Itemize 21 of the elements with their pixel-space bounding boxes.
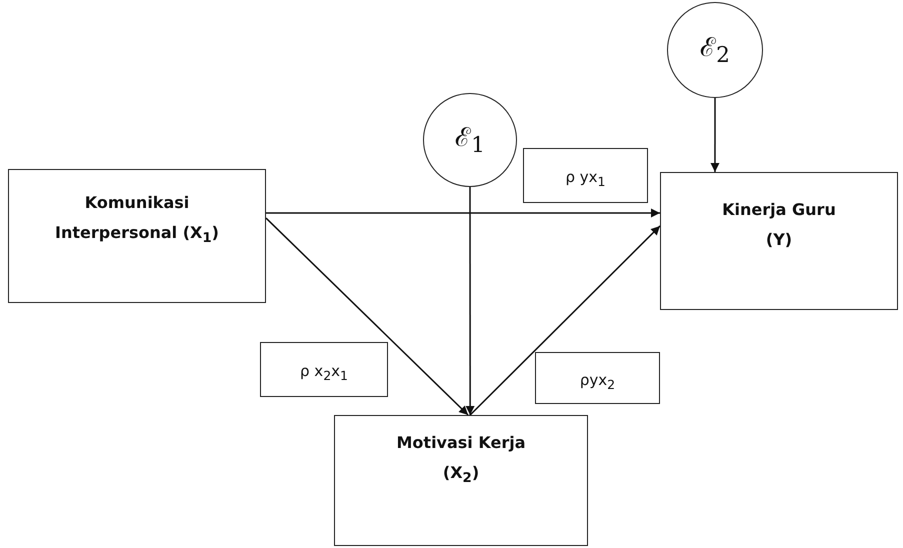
variable-label: (Y) xyxy=(766,229,792,252)
arrow xyxy=(470,225,661,416)
error-symbol: ℰ$_{2}$ xyxy=(700,32,730,70)
coefficient-box xyxy=(260,342,388,397)
coefficient-box xyxy=(535,352,660,404)
variable-label: Komunikasi Interpersonal (X$_{1}$) xyxy=(54,192,220,249)
variable-label: Kinerja Guru xyxy=(722,199,836,221)
path-coefficient: ρ x$_{2}$x$_{1}$ xyxy=(300,361,348,385)
error-symbol: ℰ$_{1}$ xyxy=(455,122,485,160)
variable-label: Motivasi Kerja xyxy=(396,432,526,454)
path-coefficient: ρ yx$_{1}$ xyxy=(566,167,606,191)
arrow xyxy=(710,98,720,172)
path-coefficient: ρyx$_{2}$ xyxy=(580,370,616,394)
arrow xyxy=(266,208,660,218)
variable-box xyxy=(8,169,266,303)
variable-label: (X$_{2}$) xyxy=(442,462,480,489)
variable-box xyxy=(660,172,898,310)
coefficient-box xyxy=(523,148,648,203)
arrow xyxy=(265,218,469,416)
variable-box xyxy=(334,415,588,546)
arrow xyxy=(466,187,475,415)
